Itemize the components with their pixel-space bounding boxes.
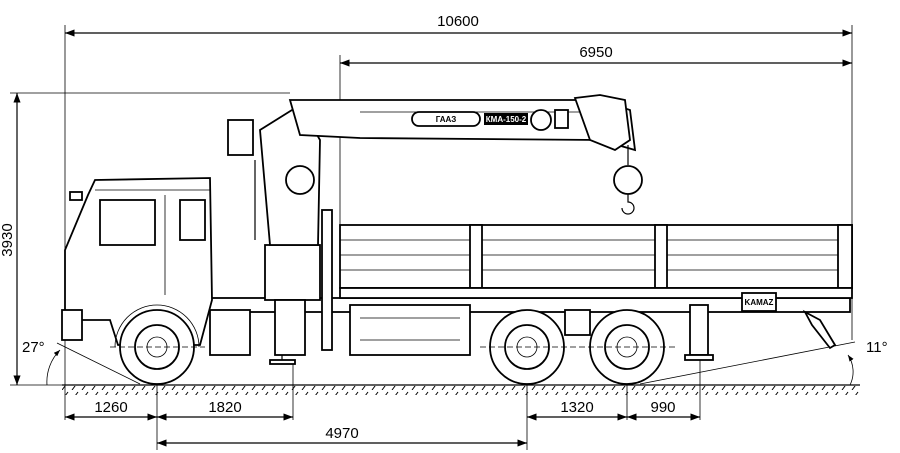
- dimension-front-overhang: 1260: [65, 399, 157, 421]
- rear-hitch: [802, 309, 837, 350]
- dimension-front-axle-outrigger: 1820: [157, 399, 293, 421]
- svg-text:1320: 1320: [560, 399, 593, 416]
- dimension-wheelbase: 4970: [157, 425, 527, 447]
- hook-icon: [621, 194, 635, 215]
- operator-seat: [227, 119, 254, 156]
- departure-angle: 11°: [639, 339, 888, 386]
- svg-text:1820: 1820: [208, 399, 241, 416]
- svg-text:10600: 10600: [437, 13, 479, 30]
- front-wheel: [114, 304, 200, 385]
- hook-block: [613, 165, 643, 195]
- crane-boom: ГААЗ КМА-150-2: [288, 94, 643, 215]
- svg-text:КМА-150-2: КМА-150-2: [486, 115, 527, 124]
- svg-text:KAMAZ: KAMAZ: [745, 298, 774, 307]
- dimension-crane-reach: 6950: [340, 44, 852, 67]
- svg-text:3930: 3930: [0, 223, 16, 256]
- kamaz-badge: [741, 292, 777, 312]
- dimension-overall-height: 3930: [0, 93, 21, 385]
- svg-text:27°: 27°: [22, 339, 45, 356]
- cab-window: [99, 199, 156, 246]
- cargo-bed: KAMAZ: [339, 224, 853, 361]
- dimension-overall-length: 10600: [65, 13, 852, 37]
- dimension-rear-axle-spacing: 1320: [527, 399, 627, 421]
- suspension-spring: [564, 309, 591, 336]
- front-outrigger: [274, 299, 306, 356]
- ladder: [321, 209, 333, 351]
- svg-text:11°: 11°: [866, 339, 888, 356]
- headlight: [61, 309, 83, 341]
- svg-text:6950: 6950: [579, 44, 612, 61]
- dimension-rear-outrigger: 990: [627, 399, 700, 421]
- svg-text:ГААЗ: ГААЗ: [436, 115, 457, 124]
- svg-text:1260: 1260: [94, 399, 127, 416]
- crane-column: [227, 103, 333, 365]
- crane-brand-plate: [411, 111, 481, 127]
- rear-outrigger: [689, 304, 709, 356]
- svg-text:990: 990: [650, 399, 675, 416]
- truck-cab: [61, 177, 213, 346]
- ground-line: [62, 384, 860, 395]
- mirror: [69, 191, 83, 201]
- svg-text:4970: 4970: [325, 425, 358, 442]
- approach-angle: 27°: [22, 339, 141, 386]
